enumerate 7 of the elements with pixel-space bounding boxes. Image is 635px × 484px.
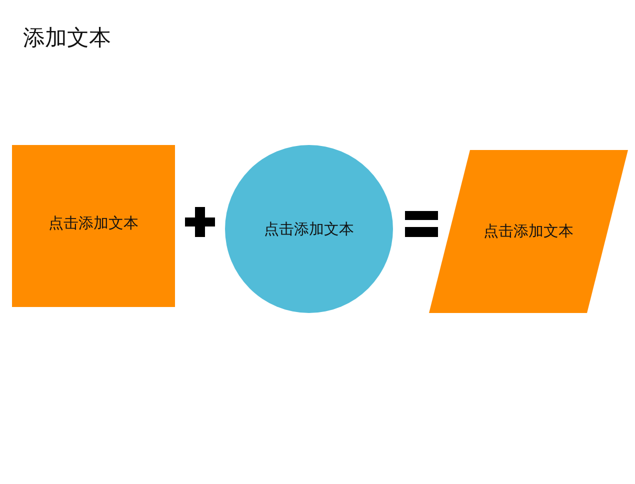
parallelogram-shape	[429, 150, 628, 313]
node-label: 点击添加文本	[48, 214, 138, 232]
node-label: 点击添加文本	[484, 222, 574, 241]
title: 添加文本	[23, 25, 111, 53]
circle-shape	[225, 145, 393, 313]
square-shape	[12, 145, 175, 307]
node-label: 点击添加文本	[264, 220, 354, 238]
